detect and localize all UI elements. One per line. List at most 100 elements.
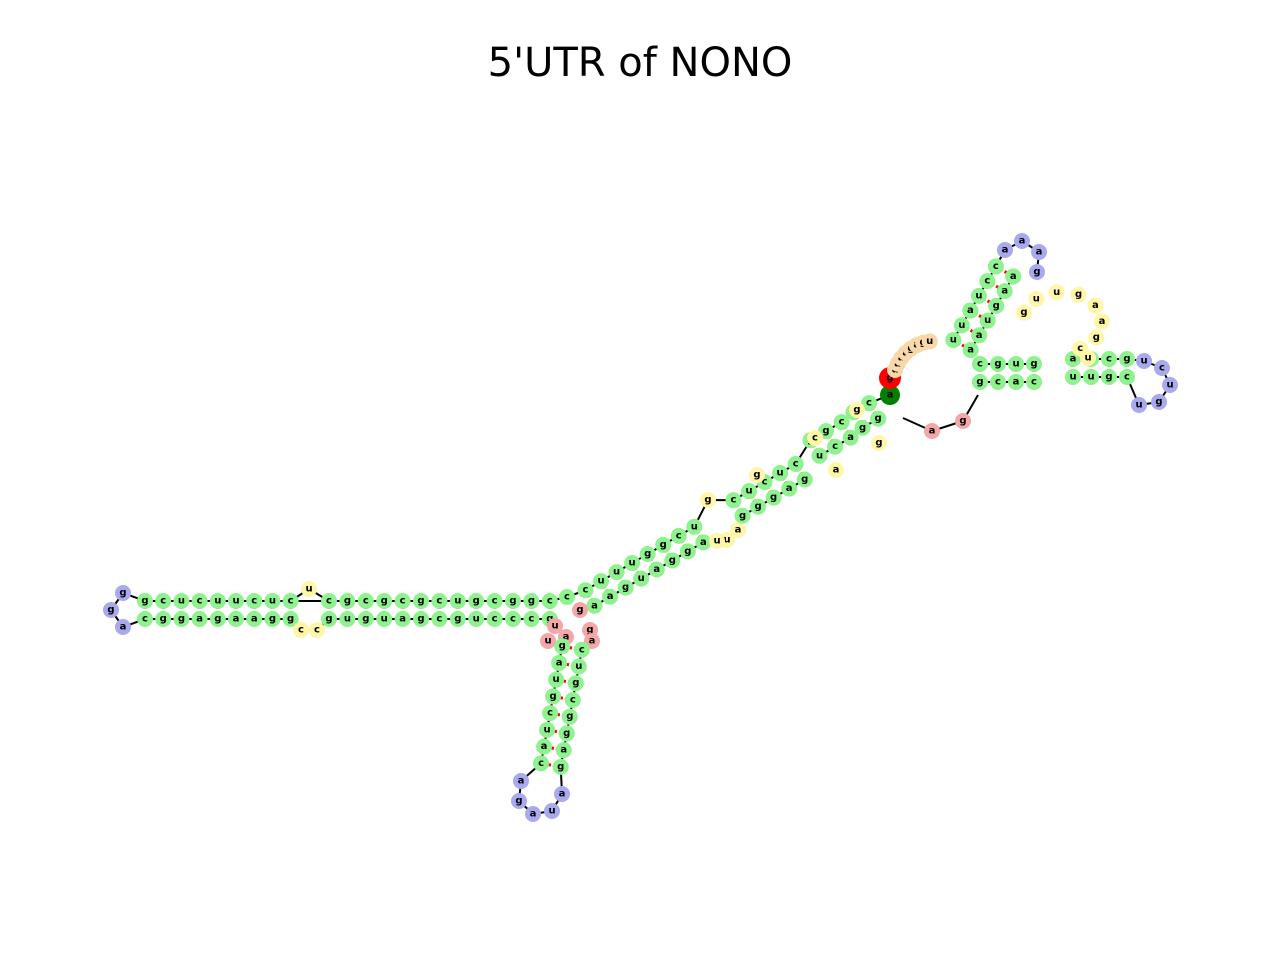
main-stem-bottom-nt: g (765, 489, 782, 506)
left-arm-stem-top-nt: c (394, 593, 411, 609)
svg-text:u: u (950, 334, 957, 345)
svg-text:u: u (638, 573, 645, 584)
svg-text:c: c (832, 441, 838, 452)
main-stem-top-nt: u (624, 555, 641, 572)
lower-arm-stem-bottom-nt: a (536, 738, 553, 755)
interior-loop-nt: g (1088, 329, 1105, 346)
svg-text:u: u (1140, 356, 1147, 367)
svg-text:g: g (684, 546, 691, 557)
svg-text:g: g (546, 614, 553, 625)
multiloop-nt: g (572, 602, 588, 618)
svg-text:c: c (492, 596, 498, 607)
interior-loop-nt: c (293, 622, 309, 638)
svg-text:a: a (556, 657, 563, 668)
svg-text:a: a (591, 600, 598, 611)
svg-text:c: c (676, 530, 682, 541)
left-arm-stem-bottom-nt: c (431, 611, 448, 627)
svg-text:a: a (563, 632, 570, 643)
hairpin-loop-nt: a (1014, 233, 1030, 249)
main-stem-top-nt: u (593, 573, 610, 590)
left-arm-stem-top-nt: c (155, 593, 172, 609)
svg-text:c: c (579, 644, 585, 655)
svg-text:g: g (753, 470, 760, 481)
svg-text:a: a (399, 614, 406, 625)
left-arm-stem-top-nt: c (431, 593, 448, 609)
left-arm-stem-top-nt: u (173, 593, 190, 609)
svg-text:u: u (713, 536, 720, 547)
svg-text:a: a (589, 636, 596, 647)
svg-text:u: u (1053, 287, 1060, 298)
interior-loop-nt: a (828, 462, 844, 478)
lower-arm-stem-top-nt: g (561, 708, 578, 725)
five-prime-nt: u (921, 333, 938, 350)
left-arm-stem-bottom-nt: g (357, 611, 374, 627)
main-stem-bottom-nt: g (796, 471, 813, 488)
svg-text:a: a (700, 537, 707, 548)
svg-text:a: a (967, 305, 974, 316)
svg-text:u: u (454, 596, 461, 607)
svg-text:g: g (669, 555, 676, 566)
svg-text:u: u (975, 290, 982, 301)
svg-text:u: u (214, 596, 221, 607)
svg-text:a: a (560, 745, 567, 756)
main-stem-top-nt: u (608, 564, 625, 581)
main-stem-bottom-nt: a (648, 561, 665, 578)
svg-text:c: c (993, 261, 999, 272)
left-arm-stem-top-nt: g (339, 593, 356, 609)
left-arm-stem-bottom-nt: g (209, 611, 226, 627)
hp1-stem-top-nt: u (945, 331, 962, 348)
svg-text:g: g (160, 614, 167, 625)
svg-text:c: c (528, 614, 534, 625)
left-arm-stem-bottom-nt: g (449, 611, 466, 627)
backbone (110, 240, 1171, 815)
svg-text:a: a (1010, 271, 1017, 282)
svg-text:a: a (833, 465, 840, 476)
left-arm-stem-top-nt: g (523, 593, 540, 609)
multiloop-nt: g (955, 413, 971, 429)
svg-text:g: g (269, 614, 276, 625)
svg-text:g: g (417, 614, 424, 625)
left-arm-stem-bottom-nt: a (246, 611, 263, 627)
svg-text:a: a (887, 390, 894, 401)
svg-text:g: g (874, 413, 881, 424)
main-stem-bottom-nt: g (664, 552, 681, 569)
svg-text:u: u (178, 596, 185, 607)
interior-loop-nt: u (301, 581, 317, 597)
main-stem-bottom-nt: g (870, 410, 887, 427)
hp2-stem-top-nt: g (990, 356, 1006, 372)
svg-text:u: u (1069, 372, 1076, 383)
interior-loop-nt: a (1087, 297, 1104, 314)
main-stem-top-nt: g (655, 536, 672, 553)
svg-text:u: u (1012, 359, 1019, 370)
svg-text:a: a (1002, 245, 1009, 256)
svg-text:u: u (629, 558, 636, 569)
main-stem-top-nt: c (725, 492, 742, 509)
main-stem-bottom-nt: a (602, 588, 619, 605)
svg-text:c: c (142, 614, 148, 625)
svg-text:g: g (576, 605, 583, 616)
main-stem-bottom-nt: u (633, 570, 650, 587)
svg-text:c: c (363, 596, 369, 607)
hp1-stem-bottom-nt: a (971, 327, 988, 344)
svg-text:u: u (1084, 353, 1091, 364)
hp1-stem-bottom-nt: a (1005, 268, 1022, 285)
interior-loop-nt: u (1048, 284, 1065, 301)
junction-nt: c (559, 589, 575, 605)
svg-text:g: g (1075, 289, 1082, 300)
interior-loop-nt: u (1080, 350, 1096, 366)
hairpin-loop-nt: a (997, 242, 1013, 258)
left-arm-stem-top-nt: c (321, 593, 337, 609)
svg-text:u: u (232, 596, 239, 607)
svg-text:c: c (510, 614, 516, 625)
svg-text:a: a (786, 483, 793, 494)
left-arm-stem-top-nt: c (486, 593, 503, 609)
svg-text:g: g (214, 614, 221, 625)
svg-text:a: a (196, 614, 203, 625)
main-stem-top-nt: c (861, 395, 878, 412)
left-arm-stem-top-nt: u (209, 593, 226, 609)
svg-text:g: g (566, 711, 573, 722)
left-arm-stem-bottom-nt: g (321, 611, 337, 627)
svg-text:g: g (473, 596, 480, 607)
interior-loop-nt: g (700, 492, 716, 508)
